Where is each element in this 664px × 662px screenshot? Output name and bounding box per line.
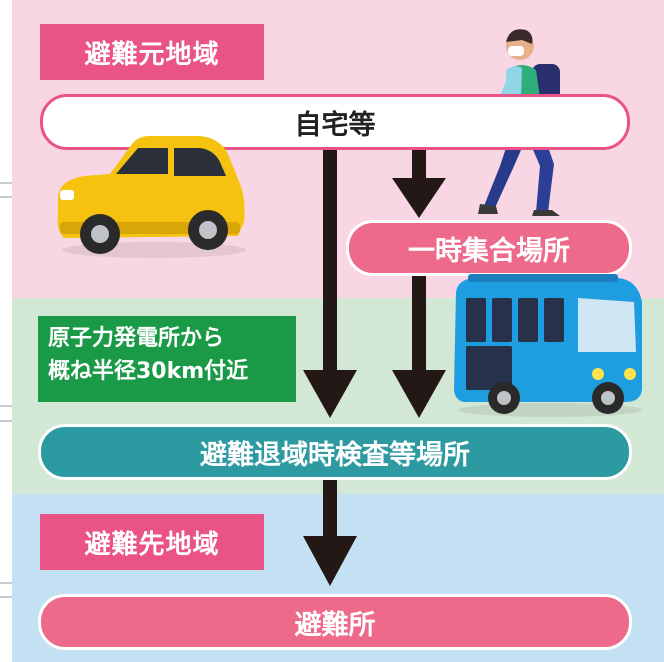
arrow-inspection-to-shelter bbox=[303, 480, 357, 586]
bus-illustration bbox=[454, 274, 642, 417]
edge-line bbox=[0, 182, 12, 184]
radius-note: 原子力発電所から 概ね半径30km付近 bbox=[38, 316, 296, 402]
arrow-home-to-assembly bbox=[392, 150, 446, 218]
edge-line bbox=[0, 420, 12, 422]
edge-line bbox=[0, 405, 12, 407]
edge-line bbox=[0, 596, 12, 598]
radius-note-line1: 原子力発電所から bbox=[48, 326, 225, 351]
origin-region-label: 避難元地域 bbox=[40, 24, 264, 80]
destination-region-label: 避難先地域 bbox=[40, 514, 264, 570]
inspection-node: 避難退域時検査等場所 bbox=[38, 424, 632, 480]
arrow-home-to-inspection bbox=[303, 150, 357, 418]
shelter-node: 避難所 bbox=[38, 594, 632, 650]
radius-note-line2: 概ね半径30km付近 bbox=[48, 359, 249, 384]
edge-line bbox=[0, 582, 12, 584]
arrow-assembly-to-inspection bbox=[392, 276, 446, 418]
edge-line bbox=[0, 196, 12, 198]
car-illustration bbox=[57, 136, 246, 258]
assembly-point-node: 一時集合場所 bbox=[346, 220, 632, 276]
